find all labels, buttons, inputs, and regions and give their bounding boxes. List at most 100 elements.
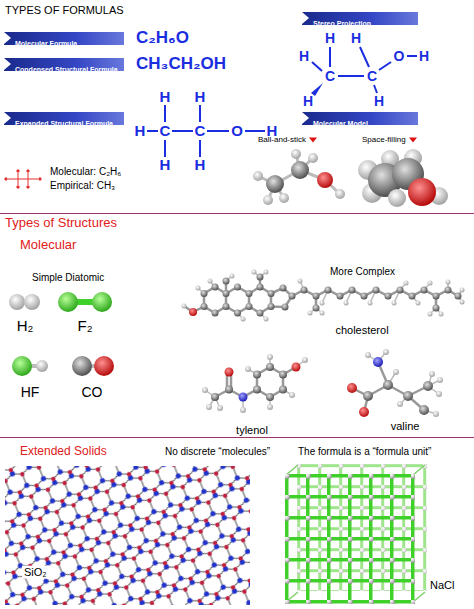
bond-lines <box>172 130 193 132</box>
cholesterol-model <box>241 317 246 322</box>
stereo-bonds <box>312 62 322 71</box>
separator-line <box>0 437 474 438</box>
valine-model <box>347 383 357 393</box>
valine-model <box>383 380 393 390</box>
stereo-bonds <box>338 75 364 77</box>
diatomic-molecules <box>24 294 40 310</box>
cholesterol-model <box>460 300 465 305</box>
ball-and-stick-model <box>253 171 263 181</box>
molecule-name: HF <box>21 384 40 400</box>
cholesterol-model <box>268 303 275 310</box>
diatomic-molecules <box>76 299 94 305</box>
tylenol-model <box>257 367 283 397</box>
mini-structure <box>17 170 19 172</box>
bond-lines <box>147 130 158 132</box>
cholesterol-model <box>234 284 241 291</box>
tylenol-model <box>267 354 273 360</box>
cholesterol-model <box>428 312 433 317</box>
banner-text: Expanded Structural Formula <box>15 117 113 130</box>
cholesterol-model <box>257 284 264 291</box>
nacl-lattice <box>285 474 415 604</box>
cholesterol-model <box>280 285 287 292</box>
tylenol-model <box>206 404 212 410</box>
mini-structure <box>8 179 38 180</box>
ball-and-stick-model <box>317 172 333 188</box>
atom-symbol: H <box>351 30 361 46</box>
cholesterol-model <box>268 290 275 297</box>
cholesterol-model <box>433 293 440 300</box>
model-label: Space-filling <box>362 135 417 144</box>
atom-symbol: O <box>394 48 405 64</box>
cholesterol-model <box>182 304 187 309</box>
tylenol-model <box>211 393 219 401</box>
section-heading: Extended Solids <box>20 445 107 459</box>
cholesterol-model <box>223 303 230 310</box>
molecular-formula: C₂H₆O <box>136 28 189 48</box>
diatomic-molecules <box>72 356 92 376</box>
cholesterol-model <box>349 287 356 294</box>
bond-lines <box>164 140 166 157</box>
formula-banner: Condensed Structural Formula <box>4 58 124 71</box>
tylenol-model <box>202 354 308 413</box>
tylenol-model <box>266 363 274 371</box>
valine-model <box>393 369 399 375</box>
valine-model <box>383 349 389 355</box>
banner-text: Molecular Formula <box>15 37 77 50</box>
cholesterol-model <box>313 305 320 312</box>
valine-model <box>347 349 443 417</box>
model-label: Ball-and-stick <box>258 135 317 144</box>
ball-and-stick-model <box>291 149 301 159</box>
atom-symbol: H <box>160 88 171 105</box>
ball-and-stick-model <box>263 195 273 205</box>
cholesterol-model <box>212 284 219 291</box>
cholesterol-model <box>182 270 465 322</box>
mini-structure <box>18 173 19 185</box>
cholesterol-model <box>433 305 440 312</box>
formula-banner: Stereo Projection <box>302 12 418 25</box>
valine-model <box>433 411 439 417</box>
banner-text: Stereo Projection <box>313 17 371 30</box>
formula-banner: Molecular Model <box>302 112 418 125</box>
tylenol-model <box>266 393 274 401</box>
valine-model <box>429 371 435 377</box>
stereo-bonds <box>379 62 391 70</box>
cholesterol-model <box>234 310 241 317</box>
space-filling-model <box>388 189 406 207</box>
bond-lines <box>207 130 229 132</box>
valine-model <box>368 352 440 414</box>
formula-banner: Expanded Structural Formula <box>4 112 124 125</box>
cholesterol-model <box>439 312 444 317</box>
atom-symbol: H <box>325 30 335 46</box>
tylenol-model <box>225 368 234 377</box>
nacl-lattice <box>413 465 425 475</box>
atom-symbol: C <box>160 122 171 139</box>
cholesterol-model <box>223 290 230 297</box>
cholesterol-model <box>320 301 325 306</box>
stereo-bonds <box>374 85 377 93</box>
section-heading: Types of Structures <box>5 216 117 231</box>
tylenol-model <box>240 407 246 413</box>
cholesterol-model <box>264 270 269 275</box>
molecule-name: valine <box>391 420 420 433</box>
cholesterol-model <box>404 281 409 286</box>
cholesterol-model <box>230 274 235 279</box>
cholesterol-model <box>337 293 344 300</box>
sio2-lattice <box>5 466 250 605</box>
cholesterol-model <box>257 274 264 281</box>
cholesterol-model <box>416 301 421 306</box>
ball-and-stick-model <box>279 193 289 203</box>
mini-structure <box>5 178 7 180</box>
diatomic-molecules <box>94 356 114 376</box>
valine-model <box>365 352 371 358</box>
solid-name: NaCl <box>430 579 454 592</box>
valine-model <box>365 349 443 417</box>
bond-lines <box>164 105 166 122</box>
tylenol-model <box>205 357 305 410</box>
cholesterol-model <box>246 303 253 310</box>
formula-banner: Molecular Formula <box>4 32 124 45</box>
cholesterol-model <box>189 308 197 316</box>
valine-model <box>419 405 429 415</box>
cholesterol-model <box>325 287 332 294</box>
condensed-formula: CH₃CH₂OH <box>136 54 226 74</box>
atom-symbol: H <box>160 156 171 173</box>
